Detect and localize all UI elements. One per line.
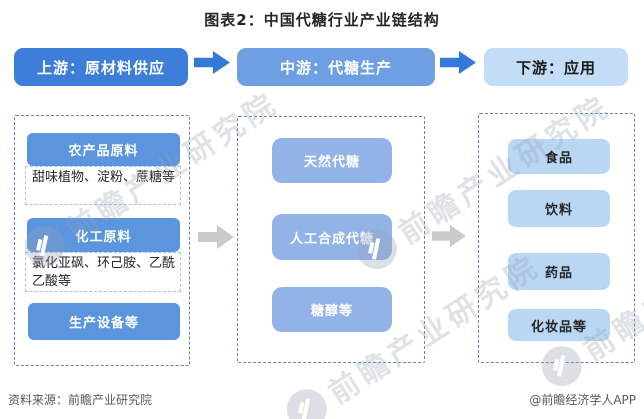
flow-arrow-icon — [194, 50, 230, 75]
stage-upstream: 上游：原材料供应 — [14, 48, 188, 86]
downstream-item: 饮料 — [508, 190, 610, 227]
stage-downstream: 下游：应用 — [484, 48, 628, 86]
upstream-category: 化工原料 — [27, 218, 180, 252]
downstream-item: 化妆品等 — [508, 309, 610, 341]
credit-note: @前瞻经济学人APP — [529, 393, 636, 407]
upstream-category-detail: 甜味植物、淀粉、蔗糖等 — [25, 166, 181, 205]
qianzhan-logo-icon — [279, 381, 334, 419]
source-note: 资料来源：前瞻产业研究院 — [8, 393, 153, 407]
upstream-category: 生产设备等 — [28, 303, 180, 340]
upstream-category-detail: 氯化亚砜、环己胺、乙酰乙酸等 — [25, 252, 181, 292]
stage-midstream: 中游：代糖生产 — [237, 48, 435, 86]
figure-title: 图表2：中国代糖行业产业链结构 — [204, 11, 440, 29]
flow-arrow-icon — [440, 50, 476, 75]
upstream-category: 农产品原料 — [27, 133, 180, 166]
panel-arrow-icon — [198, 224, 234, 250]
panel-arrow-icon — [432, 224, 466, 248]
midstream-item: 人工合成代糖 — [272, 214, 392, 260]
downstream-item: 药品 — [508, 253, 610, 290]
downstream-item: 食品 — [508, 139, 610, 174]
midstream-item: 糖醇等 — [272, 287, 392, 332]
midstream-item: 天然代糖 — [272, 138, 392, 183]
